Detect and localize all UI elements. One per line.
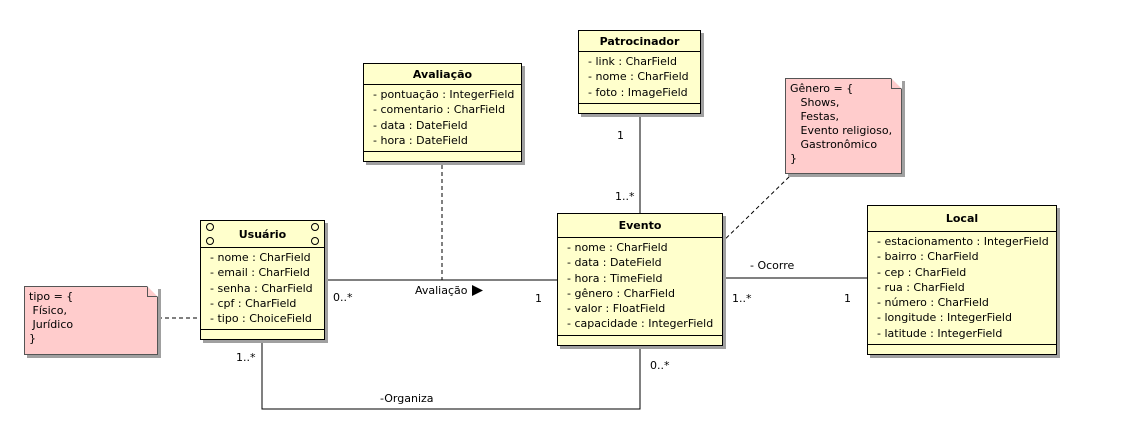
- note-tipo[interactable]: tipo = { Físico, Jurídico }: [24, 286, 158, 355]
- attribute: - gênero : CharField: [567, 286, 675, 300]
- association-label-ocorre: - Ocorre: [750, 259, 795, 272]
- multiplicity-usuario-organiza: 1..*: [236, 351, 256, 364]
- class-operations: [364, 152, 521, 161]
- direction-triangle-icon: [472, 285, 483, 296]
- note-text: tipo = { Físico, Jurídico }: [29, 290, 74, 345]
- class-operations: [201, 330, 324, 339]
- class-evento[interactable]: Evento - nome : CharField - data : DateF…: [557, 213, 723, 346]
- multiplicity-evento-organiza: 0..*: [650, 359, 670, 372]
- attribute: - número : CharField: [877, 296, 989, 310]
- corner-circle-icon: [206, 223, 214, 231]
- class-operations: [558, 336, 722, 345]
- attribute: - estacionamento : IntegerField: [877, 235, 1049, 248]
- class-attributes: - nome : CharField - data : DateField - …: [558, 238, 722, 336]
- note-fold-corner: [147, 286, 158, 297]
- corner-circle-icon: [311, 223, 319, 231]
- attribute: - foto : ImageField: [588, 85, 688, 99]
- class-name: Patrocinador: [579, 31, 700, 52]
- attribute: - rua : CharField: [877, 280, 965, 294]
- attribute: - latitude : IntegerField: [877, 326, 1003, 340]
- multiplicity-evento-ocorre: 1..*: [732, 292, 752, 305]
- attribute: - bairro : CharField: [877, 250, 979, 264]
- association-label-organiza: -Organiza: [380, 392, 434, 405]
- attribute: - cep : CharField: [877, 265, 967, 279]
- attribute: - hora : TimeField: [567, 271, 663, 285]
- note-text: Gênero = { Shows, Festas, Evento religio…: [790, 82, 893, 165]
- multiplicity-evento-avaliacao: 1: [535, 292, 542, 305]
- corner-circle-icon: [311, 237, 319, 245]
- attribute: - link : CharField: [588, 55, 677, 68]
- attribute: - nome : CharField: [567, 241, 668, 254]
- attribute: - hora : DateField: [373, 133, 468, 147]
- multiplicity-local-ocorre: 1: [844, 292, 851, 305]
- organiza-line: [261, 341, 641, 410]
- class-name: Usuário: [201, 221, 324, 248]
- class-name: Avaliação: [364, 64, 521, 85]
- class-patrocinador[interactable]: Patrocinador - link : CharField - nome :…: [578, 30, 701, 114]
- attribute: - nome : CharField: [588, 70, 689, 84]
- attribute: - senha : CharField: [210, 281, 313, 295]
- attribute: - cpf : CharField: [210, 296, 297, 310]
- multiplicity-usuario-avaliacao: 0..*: [333, 291, 353, 304]
- class-local[interactable]: Local - estacionamento : IntegerField - …: [867, 205, 1057, 356]
- multiplicity-patrocinador: 1: [617, 129, 624, 142]
- class-attributes: - pontuação : IntegerField - comentario …: [364, 85, 521, 153]
- class-avaliacao[interactable]: Avaliação - pontuação : IntegerField - c…: [363, 63, 522, 163]
- attribute: - pontuação : IntegerField: [373, 88, 515, 101]
- note-genero[interactable]: Gênero = { Shows, Festas, Evento religio…: [785, 78, 902, 174]
- note-fold-corner: [891, 78, 902, 89]
- attribute: - valor : FloatField: [567, 302, 666, 316]
- attribute: - capacidade : IntegerField: [567, 317, 714, 331]
- class-usuario[interactable]: Usuário - nome : CharField - email : Cha…: [200, 220, 325, 341]
- association-label-avaliacao: Avaliação: [415, 284, 468, 297]
- corner-circle-icon: [206, 237, 214, 245]
- class-attributes: - link : CharField - nome : CharField - …: [579, 52, 700, 104]
- class-attributes: - nome : CharField - email : CharField -…: [201, 248, 324, 331]
- attribute: - data : DateField: [373, 118, 468, 132]
- attribute: - longitude : IntegerField: [877, 311, 1012, 325]
- attribute: - comentario : CharField: [373, 103, 506, 117]
- class-name: Local: [868, 206, 1056, 232]
- attribute: - data : DateField: [567, 256, 662, 270]
- class-attributes: - estacionamento : IntegerField - bairro…: [868, 232, 1056, 346]
- class-name: Evento: [558, 214, 722, 238]
- attribute: - tipo : ChoiceField: [210, 312, 312, 326]
- class-operations: [579, 104, 700, 113]
- genero-note-dashed-line: [715, 175, 791, 249]
- attribute: - email : CharField: [210, 266, 310, 280]
- multiplicity-evento-patrocinador: 1..*: [615, 190, 635, 203]
- attribute: - nome : CharField: [210, 251, 311, 264]
- class-operations: [868, 345, 1056, 354]
